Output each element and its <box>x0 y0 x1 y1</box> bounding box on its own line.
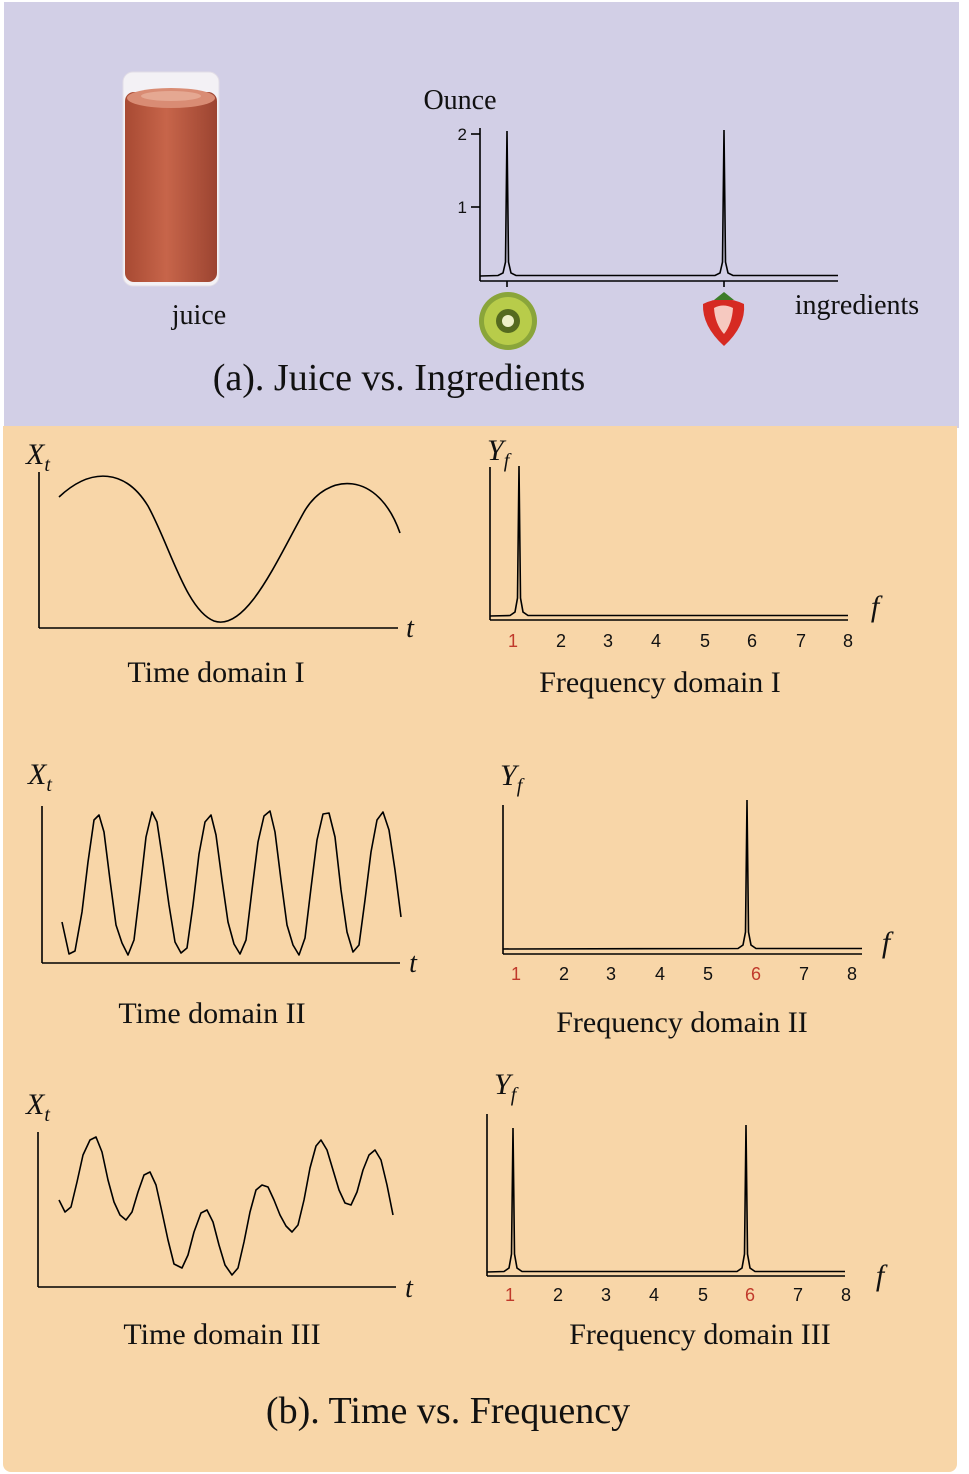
freq-3-tick-6: 6 <box>745 1285 755 1305</box>
freq-1-title: Frequency domain I <box>539 666 781 699</box>
freq-3-tick-1: 1 <box>505 1285 515 1305</box>
freq-2-axes <box>502 805 862 955</box>
freq-3-tick-3: 3 <box>601 1285 611 1305</box>
freq-1-tick-4: 4 <box>651 631 661 651</box>
ounce-axes <box>471 128 838 287</box>
freq-1-ticklabels: 1 2 3 4 5 6 7 8 <box>508 631 853 651</box>
freq-1-tick-6: 6 <box>747 631 757 651</box>
freq-2-tick-4: 4 <box>655 964 665 984</box>
freq-2-ticklabels: 1 2 3 4 5 6 7 8 <box>511 964 857 984</box>
time-1-axes <box>38 472 398 629</box>
freq-1-tick-2: 2 <box>556 631 566 651</box>
time-3-signal <box>58 1136 394 1276</box>
freq-1-tick-8: 8 <box>843 631 853 651</box>
freq-2-ylabel: Yf <box>500 759 525 797</box>
freq-1-tick-7: 7 <box>796 631 806 651</box>
freq-2-tick-8: 8 <box>847 964 857 984</box>
panel-a-caption: (a). Juice vs. Ingredients <box>213 357 586 399</box>
freq-3-tick-2: 2 <box>553 1285 563 1305</box>
time-3-title: Time domain III <box>123 1318 320 1351</box>
freq-3-tick-7: 7 <box>793 1285 803 1305</box>
freq-2-title: Frequency domain II <box>556 1006 808 1039</box>
time-1-title: Time domain I <box>127 656 304 689</box>
freq-2-tick-5: 5 <box>703 964 713 984</box>
freq-2-spectrum <box>502 799 862 950</box>
strawberry-half-icon <box>702 292 745 346</box>
freq-3-axes <box>486 1114 845 1277</box>
panel-b-caption: (b). Time vs. Frequency <box>266 1390 630 1432</box>
time-2-xlabel: t <box>409 948 418 979</box>
freq-1-spectrum <box>489 465 848 617</box>
freq-2-tick-7: 7 <box>799 964 809 984</box>
freq-3-ylabel: Yf <box>494 1068 519 1106</box>
time-1-xlabel: t <box>406 613 415 644</box>
ingredient-spectrum-line <box>479 129 838 277</box>
freq-3-title: Frequency domain III <box>569 1318 831 1351</box>
time-2-ylabel: Xt <box>27 758 52 796</box>
juice-glass-icon <box>122 71 220 287</box>
ounce-tick-1: 1 <box>458 198 467 217</box>
ingredients-axis-label: ingredients <box>795 290 919 321</box>
kiwi-slice-icon <box>479 292 537 350</box>
time-3-xlabel: t <box>405 1273 414 1304</box>
freq-1-tick-5: 5 <box>700 631 710 651</box>
freq-3-spectrum <box>486 1124 845 1273</box>
time-2-axes <box>41 806 400 964</box>
freq-2-tick-6: 6 <box>751 964 761 984</box>
freq-2-xlabel: f <box>882 926 894 959</box>
freq-1-axes <box>489 467 848 621</box>
ounce-axis-label: Ounce <box>423 85 496 116</box>
freq-3-ticklabels: 1 2 3 4 5 6 7 8 <box>505 1285 851 1305</box>
time-2-title: Time domain II <box>118 997 305 1030</box>
freq-3-xlabel: f <box>876 1259 888 1292</box>
freq-3-tick-8: 8 <box>841 1285 851 1305</box>
freq-1-tick-1: 1 <box>508 631 518 651</box>
freq-1-xlabel: f <box>871 590 883 623</box>
freq-2-tick-3: 3 <box>606 964 616 984</box>
freq-1-tick-3: 3 <box>603 631 613 651</box>
freq-1-ylabel: Yf <box>487 434 512 472</box>
time-3-axes <box>37 1132 396 1288</box>
juice-label: juice <box>171 300 226 331</box>
time-2-signal <box>61 810 402 956</box>
time-1-signal <box>58 475 401 623</box>
freq-2-tick-1: 1 <box>511 964 521 984</box>
freq-3-tick-4: 4 <box>649 1285 659 1305</box>
freq-2-tick-2: 2 <box>559 964 569 984</box>
time-1-ylabel: Xt <box>25 438 50 476</box>
freq-3-tick-5: 5 <box>698 1285 708 1305</box>
time-3-ylabel: Xt <box>25 1088 50 1126</box>
ounce-tick-2: 2 <box>458 125 467 144</box>
